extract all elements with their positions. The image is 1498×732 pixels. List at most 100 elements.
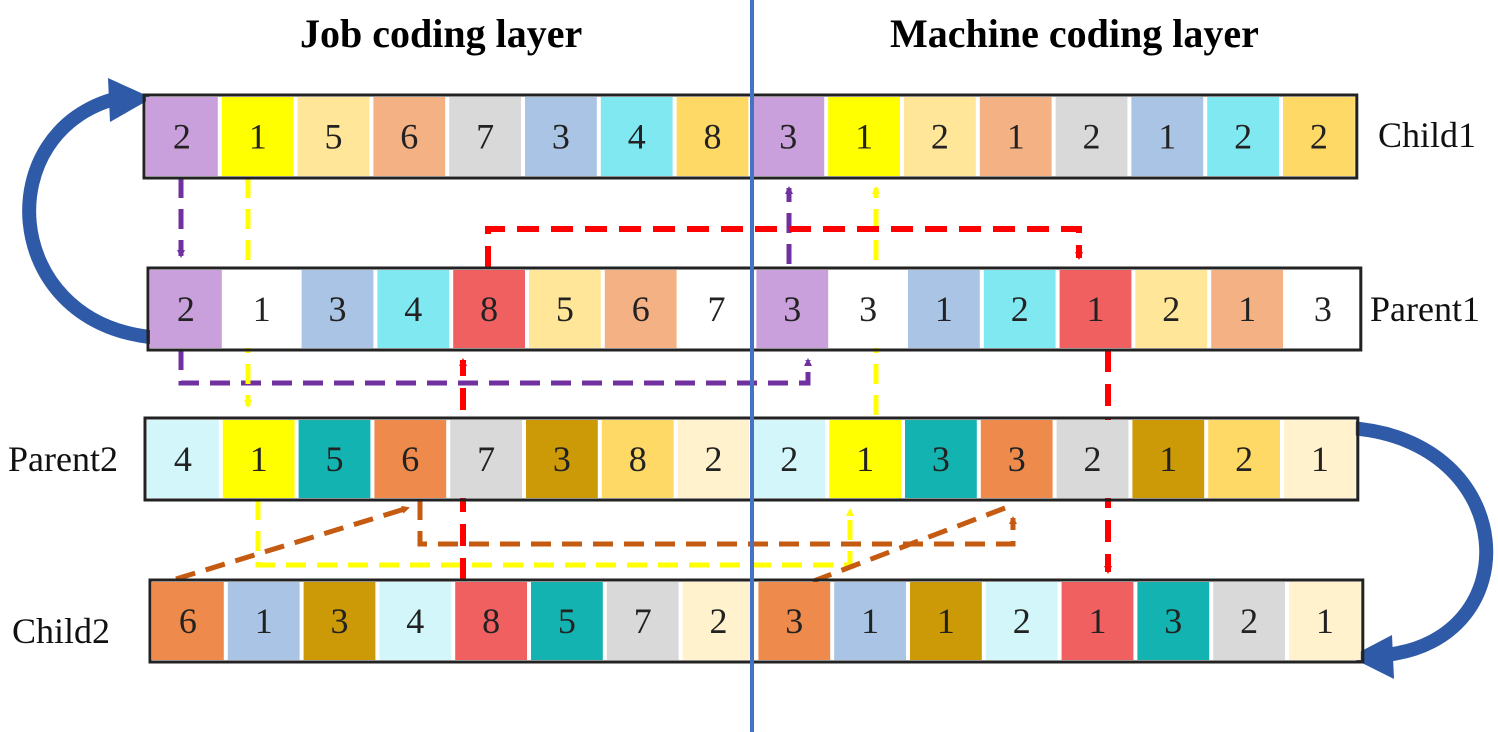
gene-value: 1 [249, 117, 267, 157]
red-arrow-top [485, 226, 1083, 268]
machine-gene-cell: 1 [910, 582, 982, 660]
gene-cell-box [531, 582, 603, 660]
machine-gene-cell: 2 [1055, 97, 1128, 176]
gene-value: 2 [1234, 117, 1252, 157]
gene-cell-box [1287, 270, 1359, 348]
job-coding-layer-heading: Job coding layer [300, 11, 583, 56]
machine-gene-cell: 1 [1059, 270, 1132, 348]
job-gene-cell: 5 [298, 420, 371, 498]
gene-value: 1 [1311, 439, 1329, 479]
machine-gene-cell: 1 [1061, 582, 1134, 660]
parent2-label: Parent2 [8, 439, 118, 479]
job-gene-cell: 3 [303, 582, 376, 660]
job-gene-cell: 2 [146, 97, 218, 176]
gene-cell-box [1283, 97, 1355, 176]
gene-cell-box [297, 97, 370, 176]
yellow-arrow-loop [255, 500, 854, 568]
gene-value: 3 [552, 117, 570, 157]
machine-coding-layer-heading: Machine coding layer [890, 11, 1259, 56]
gene-value: 3 [1164, 601, 1182, 641]
gene-value: 4 [628, 117, 646, 157]
machine-gene-cell: 2 [1283, 97, 1355, 176]
gene-value: 3 [932, 439, 950, 479]
machine-gene-cell: 2 [1135, 270, 1208, 348]
gene-value: 2 [1162, 289, 1180, 329]
machine-gene-cell: 3 [980, 420, 1053, 498]
right-curved-arrow [1343, 421, 1494, 679]
job-gene-cell: 7 [449, 97, 521, 176]
gene-value: 6 [179, 601, 197, 641]
job-gene-cell: 1 [227, 582, 300, 660]
gene-value: 2 [1240, 601, 1258, 641]
gene-cell-box [150, 270, 222, 348]
gene-value: 6 [632, 289, 650, 329]
orange-arrows [175, 500, 1017, 593]
machine-gene-cell: 3 [1287, 270, 1359, 348]
job-gene-cell: 1 [221, 97, 294, 176]
gene-value: 6 [401, 439, 419, 479]
gene-cell-box [985, 582, 1058, 660]
gene-value: 5 [558, 601, 576, 641]
gene-value: 7 [476, 117, 494, 157]
child2-label: Child2 [12, 611, 111, 651]
gene-value: 2 [1011, 289, 1029, 329]
gene-value: 3 [329, 289, 347, 329]
gene-cell-box [455, 582, 527, 660]
gene-value: 1 [250, 439, 268, 479]
gene-cell-box [908, 270, 980, 348]
gene-cell-box [374, 420, 447, 498]
gene-value: 4 [404, 289, 422, 329]
gene-value: 1 [255, 601, 273, 641]
machine-gene-cell: 2 [983, 270, 1056, 348]
machine-gene-cell: 1 [1132, 420, 1205, 498]
job-gene-cell: 3 [526, 420, 598, 498]
job-gene-cell: 4 [379, 582, 452, 660]
machine-gene-cell: 2 [1208, 420, 1280, 498]
job-gene-cell: 5 [297, 97, 370, 176]
orange-arrow-return [788, 505, 1006, 593]
gene-value: 8 [482, 601, 500, 641]
gene-cell-box [832, 270, 904, 348]
machine-gene-cell: 1 [834, 582, 906, 660]
gene-cell-box [676, 97, 749, 176]
gene-cell-box [525, 97, 597, 176]
machine-gene-cell: 1 [1289, 582, 1361, 660]
gene-value: 8 [704, 117, 722, 157]
gene-cell-box [1056, 420, 1129, 498]
job-gene-cell: 8 [455, 582, 527, 660]
machine-gene-cell: 1 [1131, 97, 1204, 176]
gene-cell-box [1061, 582, 1134, 660]
gene-cell-box [152, 582, 224, 660]
gene-value: 1 [1087, 289, 1105, 329]
gene-value: 1 [1238, 289, 1256, 329]
gene-value: 1 [1089, 601, 1107, 641]
gene-value: 3 [553, 439, 571, 479]
job-gene-cell: 1 [225, 270, 298, 348]
gene-cell-box [1289, 582, 1361, 660]
machine-gene-cell: 2 [985, 582, 1058, 660]
gene-cell-box [227, 582, 300, 660]
gene-value: 1 [935, 289, 953, 329]
job-gene-cell: 3 [525, 97, 597, 176]
gene-cell-box [829, 420, 901, 498]
gene-cell-box [301, 270, 374, 348]
gene-cell-box [677, 420, 750, 498]
machine-gene-cell: 3 [756, 270, 829, 348]
job-gene-cell: 4 [377, 270, 450, 348]
orange-arrow-diag [175, 505, 410, 582]
job-gene-cell: 1 [222, 420, 295, 498]
row-outline [146, 266, 1363, 352]
parent1-label: Parent1 [1370, 289, 1480, 329]
yellow-arrows [244, 178, 880, 568]
row-outline [148, 578, 1365, 664]
gene-cell-box [303, 582, 376, 660]
gene-value: 2 [705, 439, 723, 479]
gene-value: 1 [1316, 601, 1334, 641]
job-gene-cell: 6 [373, 97, 446, 176]
gene-cell-box [1059, 270, 1132, 348]
gene-cell-box [1131, 97, 1204, 176]
gene-value: 1 [856, 439, 874, 479]
left-curved-arrow [22, 78, 157, 344]
